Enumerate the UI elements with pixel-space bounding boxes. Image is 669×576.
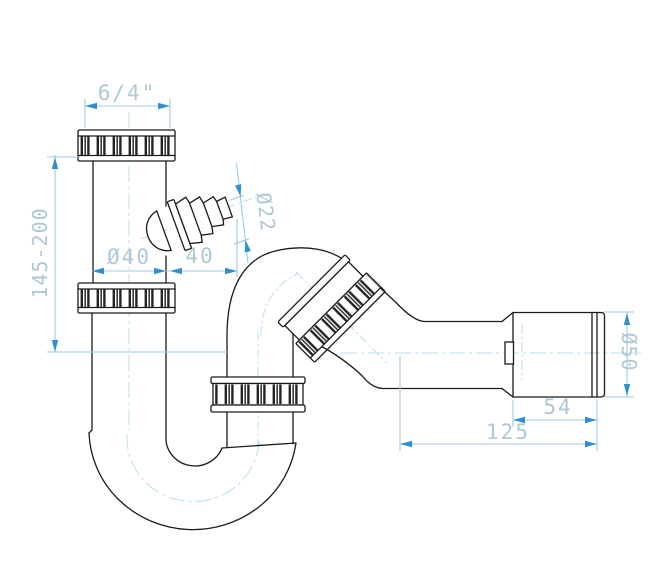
part-outline xyxy=(77,129,606,531)
centerlines xyxy=(126,112,641,503)
u-bend xyxy=(88,312,297,531)
centerline-u-bend xyxy=(126,433,260,503)
dimension-labels: 6/4" 145-200 Ø40 40 Ø22 Ø50 54 125 xyxy=(28,81,641,444)
dim-label-spout-length: 40 xyxy=(185,244,214,268)
dim-label-thread: 6/4" xyxy=(98,81,157,105)
outlet-socket xyxy=(501,311,606,398)
outlet-pipe xyxy=(321,287,503,390)
dim-label-outlet-diameter: Ø50 xyxy=(617,332,641,371)
centerline-upper-bend xyxy=(260,273,298,337)
dim-label-spout-diameter: Ø22 xyxy=(251,191,280,233)
dimension-arrows xyxy=(51,102,631,448)
dim-label-socket-length: 54 xyxy=(543,395,572,419)
dim-label-outlet-length: 125 xyxy=(486,420,530,444)
hose-barb-spout xyxy=(145,195,234,252)
diagonal-union-nut xyxy=(277,254,386,363)
middle-union-nut xyxy=(77,282,176,314)
lower-right-union-nut xyxy=(210,376,306,413)
top-union-nut xyxy=(77,129,176,162)
centerline-diagonal xyxy=(295,271,388,364)
dim-label-height-range: 145-200 xyxy=(28,207,52,298)
inlet-pipe xyxy=(92,160,167,284)
dim-label-inlet-diameter: Ø40 xyxy=(107,245,151,269)
upper-bend xyxy=(226,247,349,378)
socket-clip-notch xyxy=(504,341,515,365)
